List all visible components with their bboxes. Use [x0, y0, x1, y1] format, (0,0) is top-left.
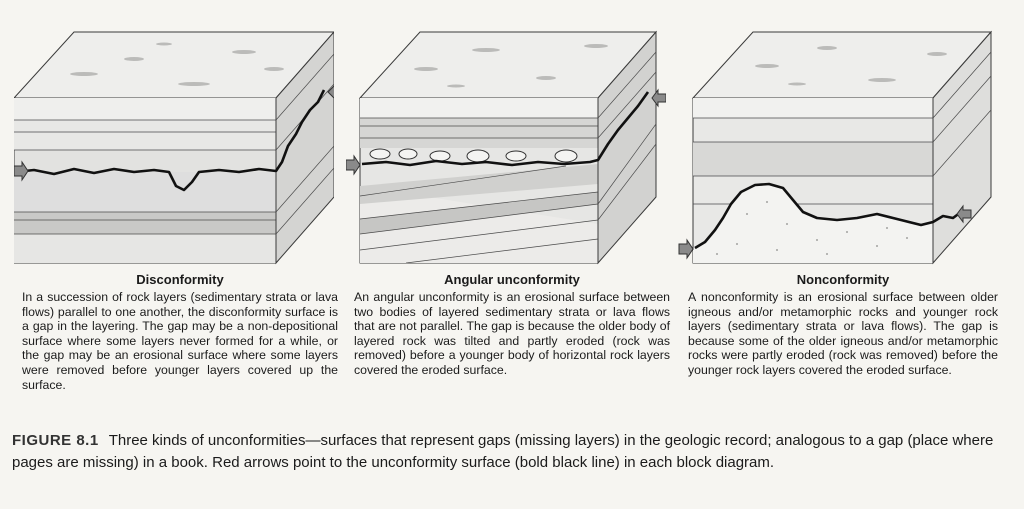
side-face: [275, 31, 334, 265]
side-layer-lines: [932, 51, 992, 177]
top-surface-texture: [70, 42, 284, 86]
layer-band: [693, 98, 933, 118]
layer-lines: [360, 117, 598, 139]
tilted-older-strata: [359, 164, 599, 264]
layer-band: [360, 98, 598, 118]
arrow-icon: [651, 88, 666, 108]
igneous-speckles: [716, 201, 908, 255]
panel-title: Disconformity: [136, 272, 224, 287]
arrow-icon: [14, 160, 29, 182]
layer-band: [14, 120, 276, 150]
side-layer-lines: [597, 51, 657, 221]
panel-description: A nonconformity is an erosional surface …: [688, 290, 998, 377]
arrow-icon: [678, 238, 694, 260]
angular-unconformity-block-diagram: [346, 30, 666, 265]
top-surface-texture: [414, 44, 608, 88]
angular-unconformity-panel: Angular unconformity An angular unconfor…: [354, 272, 670, 378]
layer-band: [14, 234, 276, 263]
disconformity-panel: Disconformity In a succession of rock la…: [22, 272, 338, 392]
figure-caption-text: Three kinds of unconformities—surfaces t…: [12, 432, 994, 471]
igneous-basement: [693, 184, 933, 263]
arrow-icon: [327, 85, 334, 99]
layer-band: [14, 212, 276, 234]
arrow-icon: [956, 204, 972, 224]
layer-band: [360, 118, 598, 148]
layer-band: [14, 172, 276, 212]
panel-description: An angular unconformity is an erosional …: [354, 290, 670, 377]
unconformity-surface: [694, 182, 962, 250]
panel-description: In a succession of rock layers (sediment…: [22, 290, 338, 392]
layer-lines: [14, 119, 276, 235]
panel-title: Angular unconformity: [444, 272, 580, 287]
layer-band: [14, 98, 276, 120]
panel-title: Nonconformity: [796, 272, 890, 287]
top-surface-texture: [755, 46, 947, 86]
figure-label: FIGURE 8.1: [12, 432, 99, 449]
layer-band: [693, 142, 933, 176]
nonconformity-block-diagram: [678, 30, 993, 265]
disconformity-block-diagram: [14, 31, 334, 265]
pebbles: [369, 148, 578, 163]
side-face: [597, 30, 657, 265]
unconformity-surface: [15, 89, 326, 192]
nonconformity-panel: Nonconformity A nonconformity is an eros…: [688, 272, 998, 378]
arrow-icon: [346, 154, 361, 176]
side-face: [932, 30, 992, 265]
unconformity-surface: [361, 91, 650, 167]
